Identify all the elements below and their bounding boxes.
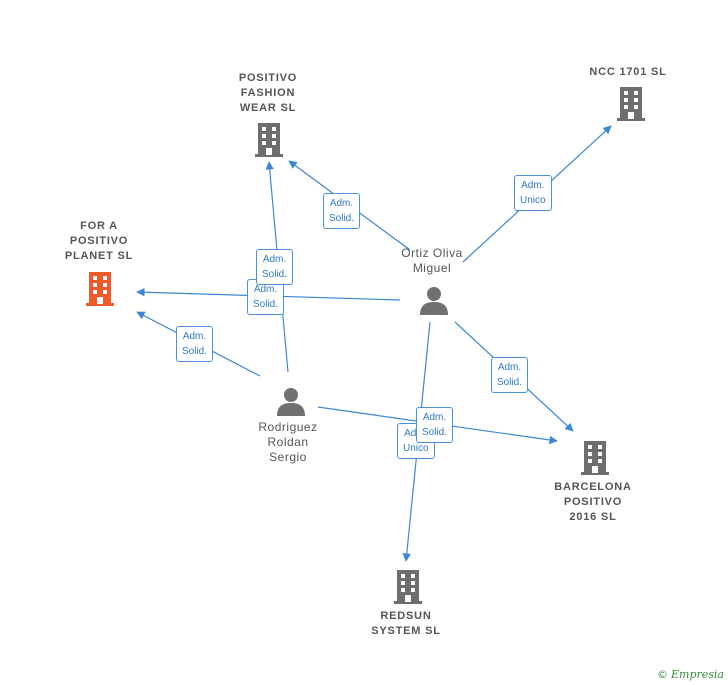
edge-label-rodriguez-for-a-positivo: Adm. Solid. — [176, 326, 214, 362]
company-label: REDSUN SYSTEM SL — [371, 610, 441, 637]
edge-label-ortiz-for-a-positivo: Adm. Solid. — [247, 279, 285, 315]
edge-label-ortiz-barcelona: Adm. Solid. — [491, 357, 529, 393]
company-label: BARCELONA POSITIVO 2016 SL — [554, 481, 632, 523]
building-icon — [255, 123, 283, 157]
building-icon — [394, 570, 422, 604]
person-label: Ortiz Oliva Miguel — [401, 246, 463, 275]
company-label: FOR A POSITIVO PLANET SL — [64, 220, 134, 262]
brand-name: Empresia — [671, 668, 724, 681]
building-icon — [617, 87, 645, 121]
edge-label-rodriguez-positivo-fashion: Adm. Solid. — [256, 249, 294, 285]
company-label: NCC 1701 SL — [589, 66, 667, 78]
company-label: POSITIVO FASHION WEAR SL — [238, 72, 298, 114]
footer-brand: ©Empresia — [657, 668, 724, 681]
building-icon — [86, 272, 114, 306]
person-icon — [277, 388, 305, 416]
person-label: Rodriguez Roldan Sergio — [258, 420, 318, 464]
edge-label-ortiz-positivo-fashion: Adm. Solid. — [323, 193, 361, 229]
edge-label-ortiz-ncc: Adm. Unico — [514, 175, 552, 211]
copyright-symbol: © — [657, 668, 668, 681]
person-icon — [420, 287, 448, 315]
building-icon — [581, 441, 609, 475]
edge-label-rodriguez-barcelona: Adm. Solid. — [416, 407, 454, 443]
